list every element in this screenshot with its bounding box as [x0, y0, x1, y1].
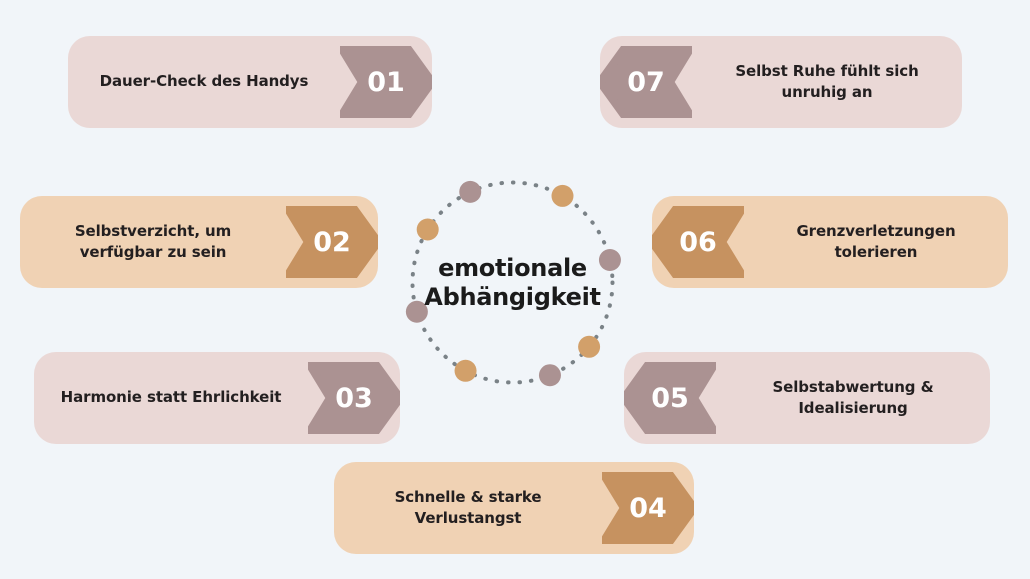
item-number-badge-02: 02 — [286, 206, 378, 278]
ring-dot-7 — [405, 300, 428, 323]
item-number-badge-03: 03 — [308, 362, 400, 434]
item-number-05: 05 — [651, 382, 689, 414]
dotted-ring — [405, 180, 621, 387]
ring-dot-8 — [416, 218, 439, 241]
item-label-01: Dauer-Check des Handys — [99, 72, 309, 91]
item-number-badge-01: 01 — [340, 46, 432, 118]
item-number-badge-06: 06 — [652, 206, 744, 278]
item-card-07[interactable]: Selbst Ruhe fühlt sich unruhig an 07 — [600, 36, 962, 128]
item-card-05[interactable]: Selbstabwertung & Idealisierung 05 — [624, 352, 990, 444]
ring-dot-5 — [538, 364, 561, 387]
item-label-04: Schnelle & starke Verlustangst — [394, 487, 542, 527]
item-number-badge-05: 05 — [624, 362, 716, 434]
item-card-01[interactable]: Dauer-Check des Handys 01 — [68, 36, 432, 128]
item-number-04: 04 — [629, 492, 667, 524]
item-label-03: Harmonie statt Ehrlichkeit — [60, 388, 282, 407]
item-label-05: Selbstabwertung & Idealisierung — [772, 377, 934, 417]
item-card-04[interactable]: Schnelle & starke Verlustangst 04 — [334, 462, 694, 554]
center-hub: emotionale Abhängigkeit — [398, 168, 627, 397]
item-number-07: 07 — [627, 66, 665, 98]
ring-dot-1 — [459, 180, 482, 203]
item-card-03[interactable]: Harmonie statt Ehrlichkeit 03 — [34, 352, 400, 444]
item-label-02: Selbstverzicht, um verfügbar zu sein — [74, 221, 232, 261]
item-number-badge-04: 04 — [602, 472, 694, 544]
item-card-06[interactable]: Grenzverletzungen tolerieren 06 — [652, 196, 1008, 288]
item-number-03: 03 — [335, 382, 373, 414]
ring-dot-6 — [454, 359, 477, 382]
item-number-badge-07: 07 — [600, 46, 692, 118]
item-label-06: Grenzverletzungen tolerieren — [796, 221, 956, 261]
item-card-02[interactable]: Selbstverzicht, um verfügbar zu sein 02 — [20, 196, 378, 288]
item-number-02: 02 — [313, 226, 351, 258]
item-label-07: Selbst Ruhe fühlt sich unruhig an — [735, 61, 919, 101]
item-number-01: 01 — [367, 66, 405, 98]
item-number-06: 06 — [679, 226, 717, 258]
ring-dot-3 — [598, 249, 621, 271]
ring-dot-4 — [578, 335, 601, 358]
ring-dot-2 — [551, 184, 574, 207]
